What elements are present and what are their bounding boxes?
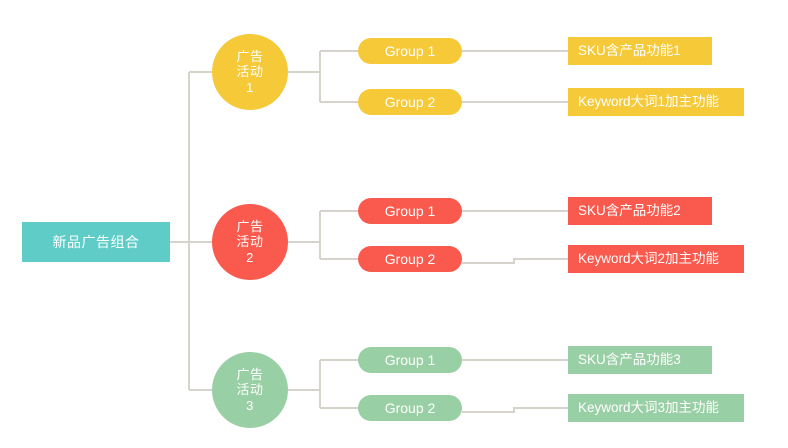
group-node-2-2[interactable]: Group 2 (358, 246, 462, 272)
leaf-node-3-2[interactable]: Keyword大词3加主功能 (568, 394, 744, 422)
group-node-1-2[interactable]: Group 2 (358, 89, 462, 115)
campaign-circle-3-line-2: 活动 (236, 382, 264, 398)
campaign-circle-1-line-1: 广告 (236, 49, 264, 64)
campaign-circle-2[interactable]: 广告 活动 2 (212, 204, 288, 280)
campaign-circle-1-line-3: 1 (246, 79, 254, 95)
group-node-2-1[interactable]: Group 1 (358, 198, 462, 224)
campaign-circle-1[interactable]: 广告 活动 1 (212, 34, 288, 110)
group-node-1-1[interactable]: Group 1 (358, 38, 462, 64)
campaign-circle-2-line-2: 活动 (236, 234, 264, 250)
leaf-node-1-1[interactable]: SKU含产品功能1 (568, 37, 712, 65)
group-node-3-2[interactable]: Group 2 (358, 395, 462, 421)
campaign-circle-2-line-1: 广告 (236, 219, 264, 234)
campaign-circle-2-line-3: 2 (246, 249, 254, 265)
group-node-3-1[interactable]: Group 1 (358, 347, 462, 373)
campaign-circle-3[interactable]: 广告 活动 3 (212, 352, 288, 428)
leaf-node-3-1[interactable]: SKU含产品功能3 (568, 346, 712, 374)
leaf-node-2-2[interactable]: Keyword大词2加主功能 (568, 245, 744, 273)
campaign-circle-1-line-2: 活动 (236, 64, 264, 80)
campaign-circle-3-line-3: 3 (246, 397, 254, 413)
edge-group-2-2-to-leaf (462, 258, 568, 264)
root-node[interactable]: 新品广告组合 (22, 222, 170, 262)
campaign-circle-3-line-1: 广告 (236, 367, 264, 382)
edge-group-3-2-to-leaf (462, 407, 568, 413)
leaf-node-2-1[interactable]: SKU含产品功能2 (568, 197, 712, 225)
leaf-node-1-2[interactable]: Keyword大词1加主功能 (568, 88, 744, 116)
